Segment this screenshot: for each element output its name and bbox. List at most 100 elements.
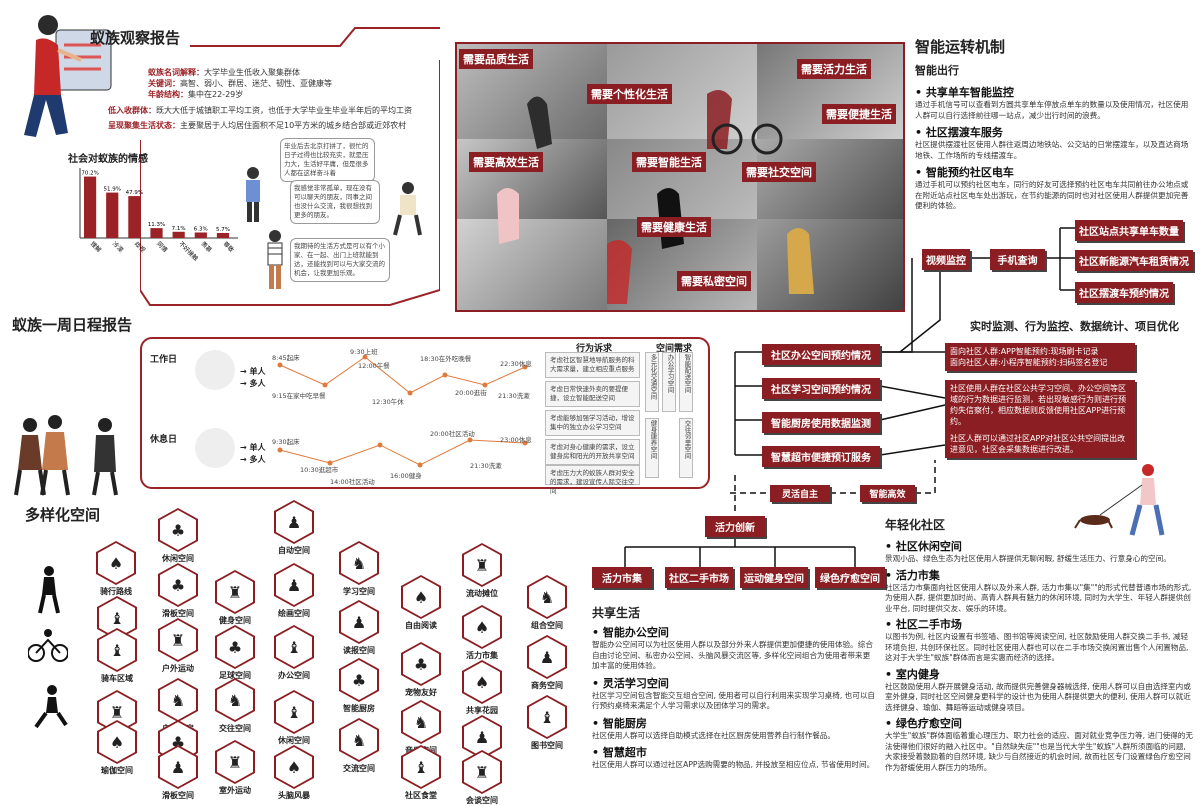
space-figure-icon: ♜ [160, 620, 196, 660]
shared-item-head: 灵活学习空间 [602, 676, 669, 690]
hex-label: 学习空间 [343, 587, 375, 596]
bar-2 [128, 196, 141, 238]
collage-tag: 需要智能生活 [632, 152, 706, 172]
shared-item-text: 社区使用人群可以选择自助模式选择在社区厨房使用营养自行制作餐品。 [592, 730, 835, 740]
rt-4: 20:00社区活动 [430, 430, 475, 438]
youth-item-head: 社区休闲空间 [895, 540, 962, 553]
hex-label: 宠物友好 [405, 688, 437, 697]
smart-item-text: 通过手机可以预约社区电车，同行的好友可选择预约社区电车共同前往办公地点或在附近站… [915, 180, 1189, 210]
space-header: 空间需求 [656, 344, 693, 354]
flow-flexible: 灵活自主 [770, 485, 830, 502]
space-figure-icon: ♠ [403, 577, 439, 617]
wt-1: 9:15在家中吃早餐 [272, 392, 326, 400]
photo-collage: 需要品质生活 需要个性化生活 需要活力生活 需要便捷生活 需要高效生活 需要智能… [455, 42, 905, 312]
space-figure-icon: ♜ [464, 752, 500, 792]
flow-bottom-green: 绿色疗愈空间 [815, 567, 885, 588]
shared-item-text: 社区使用人群可以通过社区APP选购需要的物品, 并投放至相应位点, 节省使用时间… [592, 760, 875, 769]
space-figure-icon: ♣ [160, 510, 196, 550]
hex-label: 自动空间 [278, 546, 310, 555]
emotion-chart-title: 社会对蚁族的情感 [68, 154, 148, 165]
hex-label: 办公空间 [278, 671, 310, 680]
schedule-lines [277, 354, 528, 468]
shared-item-head: 智能厨房 [602, 716, 647, 730]
space-need: 办公学习空间 [662, 352, 676, 412]
report-line: 低入收群体：既大大低于城镇职工平均工资，也低于大学毕业生毕业半年后的平均工资 [108, 106, 412, 115]
need-row: 考虑对身心健康的需求，设立健身房和阳光的开放共享空间 [545, 439, 640, 465]
workday-figure-icon [195, 350, 235, 390]
quote-bubble-3: 我期待的生活方式是可以有个小家、在一起、出门上班就能到达，还能找到可以与大家交流… [290, 238, 390, 282]
bar-value-label: 7.1% [172, 226, 186, 232]
hex-label: 智能厨房 [343, 704, 375, 713]
flow-left-kitchen: 智能厨房使用数据监测 [762, 412, 880, 433]
wt-0: 8:45起床 [272, 354, 300, 362]
flow-left-market: 智慧超市便捷预订服务 [762, 446, 880, 467]
need-row: 考虑社区智慧地导航服务的科大需求量，建立相应重点服务 [545, 352, 640, 378]
space-figure-icon: ♟ [276, 565, 312, 605]
hex-33: ♜ [462, 750, 502, 794]
space-need: 智能配送空间 [679, 352, 693, 412]
spaces-title: 多样化空间 [25, 506, 101, 524]
space-figure-icon: ♞ [341, 720, 377, 760]
quote-bubble-2: 我感觉非常孤单，现在没有可以聊天的朋友，同事之间也没什么交流，我很想找到更多的朋… [290, 180, 380, 224]
space-figure-icon: ♟ [276, 502, 312, 542]
space-figure-icon: ♣ [160, 565, 196, 605]
bar-0 [84, 176, 97, 238]
bar-4 [172, 231, 185, 238]
hex-10: ♞ [527, 575, 567, 619]
smart-subtitle: 智能出行 [915, 64, 959, 77]
space-figure-icon: ♣ [341, 660, 377, 700]
collage-tag: 需要高效生活 [469, 152, 543, 172]
youth-item-head: 活力市集 [895, 568, 940, 582]
flow-bottom-secondhand: 社区二手市场 [665, 567, 733, 588]
hex-label: 自由阅读 [405, 621, 437, 630]
collage-tag: 需要便捷生活 [822, 104, 896, 124]
hex-label: 图书空间 [531, 741, 563, 750]
legend-single: 单人 [249, 443, 266, 452]
smart-item-head: 社区摆渡车服务 [925, 126, 1003, 139]
flow-output-bike: 社区站点共享单车数量 [1075, 220, 1183, 241]
report-line: 年龄结构：集中在22-29岁 [148, 90, 244, 99]
need-row: 考虑能够加强学习活动，增设集中的独立办公学习空间 [545, 410, 640, 436]
flow-phone-query: 手机查询 [990, 249, 1045, 270]
silhouette-cyclist-icon [27, 628, 69, 663]
hex-label: 头脑风暴 [278, 791, 310, 800]
space-figure-icon: ♠ [98, 543, 134, 583]
hex-label: 交流空间 [343, 764, 375, 773]
hex-label: 滑板空间 [162, 609, 194, 618]
space-figure-icon: ♜ [217, 572, 253, 612]
space-need: 交往邻里空间 [679, 418, 693, 478]
space-figure-icon: ♠ [464, 607, 500, 647]
bar-value-label: 11.3% [148, 222, 165, 228]
smart-items: • 共享单车智能监控 通过手机信号可以查看到方圆共享单车停放点单车的数量以及使用… [915, 86, 1189, 210]
report-title: 蚁族观察报告 [90, 29, 181, 47]
space-need: 多元化交通空间 [645, 352, 659, 412]
space-figure-icon: ♝ [99, 630, 135, 670]
hex-label: 会谈空间 [466, 796, 498, 805]
hex-label: 户外运动 [162, 664, 194, 673]
space-figure-icon: ♞ [217, 680, 253, 720]
flow-smart-efficient: 智能高效 [860, 485, 915, 502]
shared-item-head: 智慧超市 [602, 746, 647, 759]
report-lines: 蚁族名词解释：大学毕业生低收入聚集群体 关键词：高智、弱小、群居、迷茫、韧性、亚… [148, 67, 438, 100]
space-figure-icon: ♠ [276, 747, 312, 787]
shared-title: 共享生活 [592, 606, 641, 620]
report-line: 关键词：高智、弱小、群居、迷茫、韧性、亚健康等 [148, 79, 332, 88]
bar-3 [150, 228, 163, 238]
hex-label: 休闲空间 [278, 736, 310, 745]
rt-0: 9:30起床 [272, 438, 300, 446]
rt-6: 21:30洗漱 [470, 462, 502, 470]
smart-item-head: 智能预约社区电车 [925, 166, 1014, 179]
group-figures-icon [10, 410, 130, 500]
flow-video-monitor: 视频监控 [922, 249, 970, 270]
restday-label: 休息日 [150, 435, 178, 445]
hex-label: 瑜伽空间 [101, 766, 133, 775]
bar-1 [106, 192, 119, 238]
hex-label: 活力市集 [466, 651, 498, 660]
hex-17: ♝ [274, 625, 314, 669]
shared-items: • 智能办公空间 智能办公空间可以为社区使用人群以及部分外来人群提供更加便捷的使… [592, 626, 876, 769]
flow-output-ev: 社区新能源汽车租赁情况 [1075, 250, 1193, 271]
youth-item-head: 社区二手市场 [895, 618, 962, 631]
rt-3: 16:00健身 [390, 472, 422, 480]
bar-value-label: 47.9% [126, 190, 143, 196]
hex-label: 绘画空间 [278, 609, 310, 618]
